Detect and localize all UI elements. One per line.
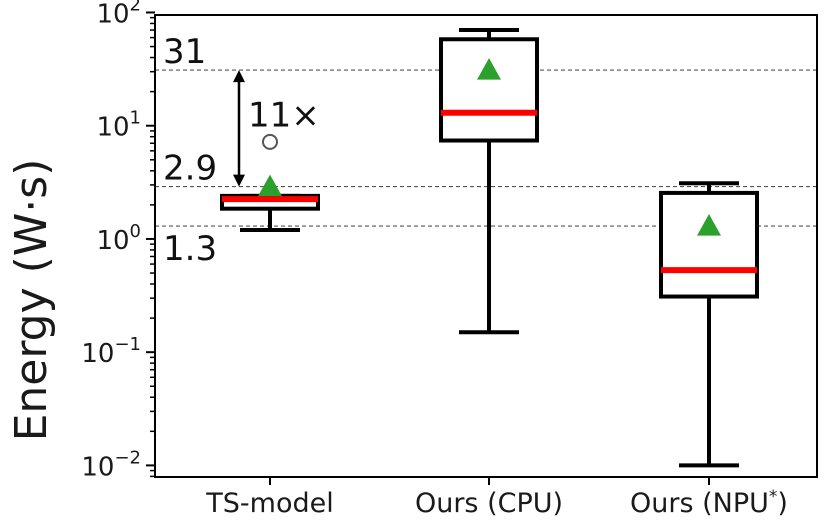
box-group (659, 181, 759, 468)
y-tick-label: 102 (96, 0, 141, 29)
annotation-arrowhead-top (233, 70, 245, 83)
box (659, 190, 759, 299)
mean-marker (697, 214, 721, 236)
y-tick-label: 10−2 (81, 447, 141, 482)
x-tick-label: Ours (NPU*) (630, 487, 788, 519)
box-group (439, 28, 539, 335)
outlier-point (262, 133, 278, 150)
y-tick-label: 100 (96, 221, 141, 256)
reference-label: 2.9 (163, 149, 217, 189)
annotation-arrowhead-bottom (233, 174, 245, 187)
annotation-label: 11× (248, 95, 320, 135)
box (439, 37, 539, 143)
plot-frame (154, 14, 818, 478)
mean-marker (258, 174, 282, 197)
x-tick-label: Ours (CPU) (415, 488, 563, 519)
y-axis-label: Energy (W·s) (6, 159, 57, 442)
mean-marker (477, 58, 501, 80)
x-tick-label: TS-model (205, 488, 333, 519)
reference-label: 31 (163, 32, 206, 72)
y-tick-label: 101 (96, 108, 141, 143)
y-tick-label: 10−1 (81, 334, 141, 369)
box-group (220, 133, 320, 232)
reference-label: 1.3 (163, 229, 217, 269)
